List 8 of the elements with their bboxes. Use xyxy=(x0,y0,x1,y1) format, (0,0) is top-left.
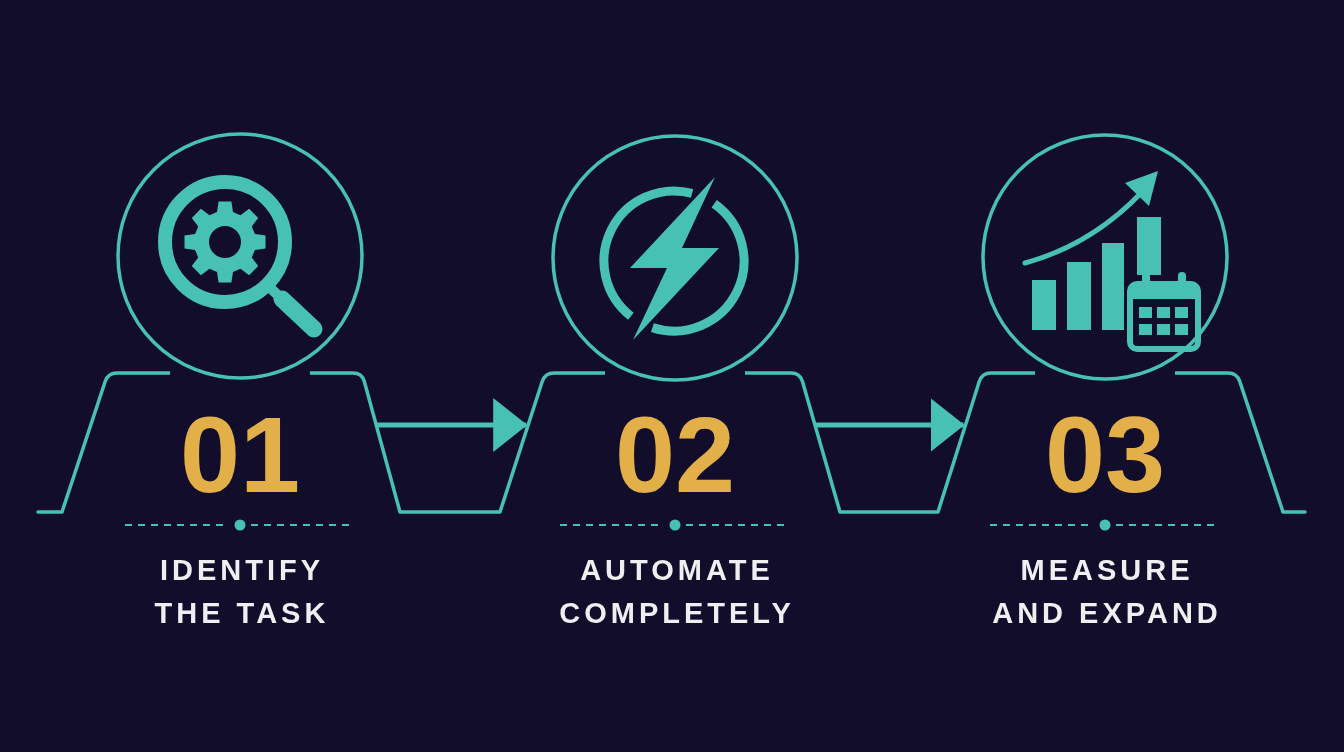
step-number: 03 xyxy=(1044,412,1166,499)
step-label: IDENTIFY THE TASK xyxy=(153,553,331,631)
step-label: MEASURE AND EXPAND xyxy=(991,553,1223,631)
step-label: AUTOMATE COMPLETELY xyxy=(558,553,796,631)
arrow xyxy=(816,398,965,452)
arrow xyxy=(377,398,528,452)
step-number: 02 xyxy=(614,412,736,499)
step-number: 01 xyxy=(179,412,301,499)
